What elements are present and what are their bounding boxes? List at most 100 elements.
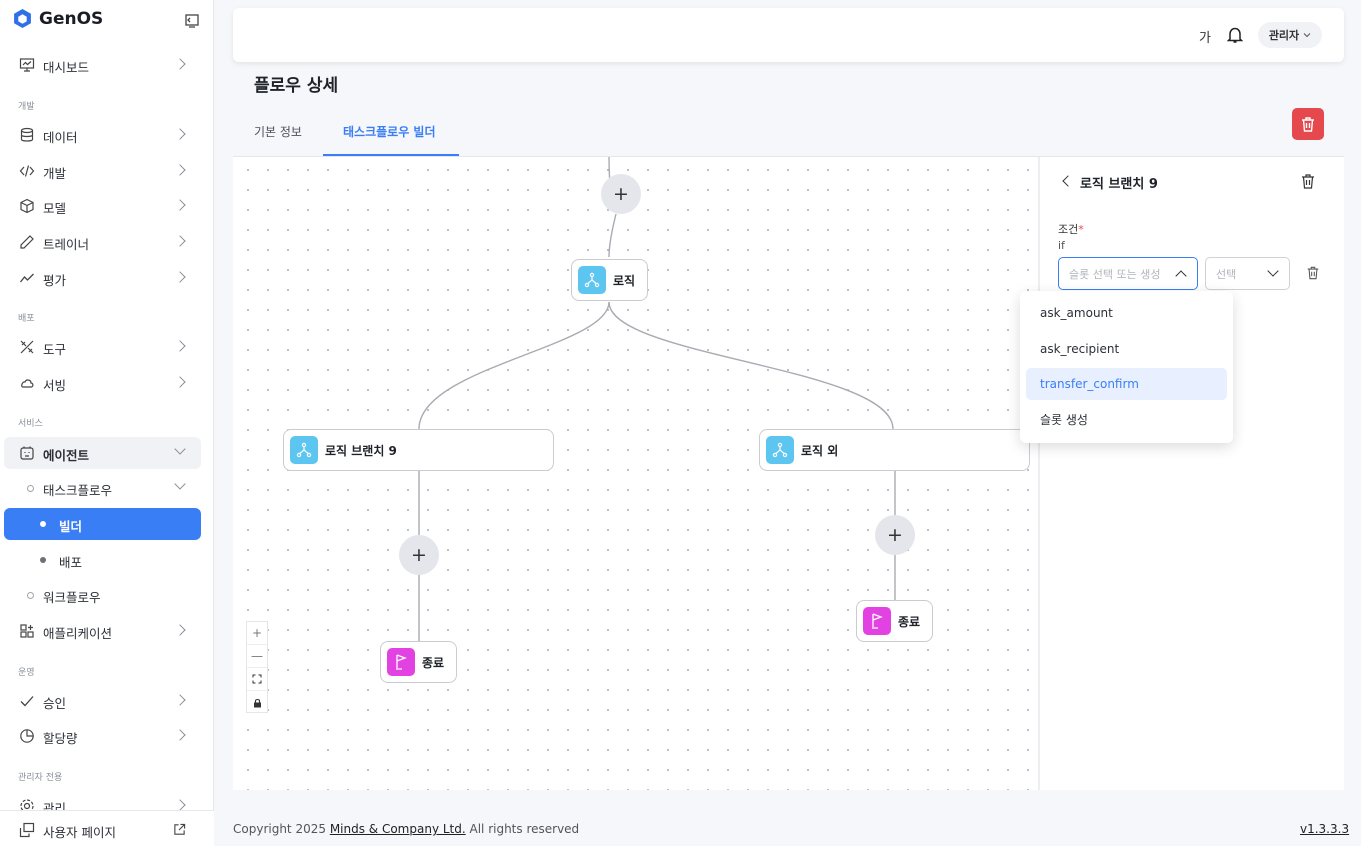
sidebar-item-manage[interactable]: 관리 <box>4 790 201 810</box>
node-settings-panel: 로직 브랜치 9 조건* if 슬롯 선택 또는 생성 선택 <box>1038 157 1344 790</box>
sidebar-item-label: 트레이너 <box>43 237 90 252</box>
chevron-right-icon <box>174 58 186 70</box>
bell-icon[interactable] <box>1226 26 1244 44</box>
company-link[interactable]: Minds & Company Ltd. <box>329 822 466 836</box>
tab-taskflow-builder[interactable]: 태스크플로우 빌더 <box>343 125 436 139</box>
condition-label-text: 조건 <box>1058 223 1079 236</box>
add-node-button[interactable]: + <box>601 174 641 214</box>
dropdown-option-selected[interactable]: transfer_confirm <box>1026 368 1227 400</box>
end-node[interactable]: 종료 <box>856 600 933 642</box>
chevron-down-icon <box>1267 265 1279 277</box>
plus-icon: + <box>613 183 629 205</box>
tab-divider <box>233 156 1344 157</box>
end-node-icon <box>863 607 891 635</box>
pie-chart-icon <box>20 729 34 743</box>
active-tab-indicator <box>323 154 459 156</box>
sidebar-item-label: 개발 <box>43 166 67 181</box>
user-page-label: 사용자 페이지 <box>43 825 116 840</box>
tab-basic-info[interactable]: 기본 정보 <box>254 125 302 139</box>
add-node-button[interactable]: + <box>399 535 439 575</box>
zoom-in-button[interactable]: + <box>247 622 267 645</box>
sidebar-item-model[interactable]: 모델 <box>4 190 201 222</box>
fit-view-button[interactable] <box>247 668 267 691</box>
user-menu-button[interactable]: 관리자 <box>1258 22 1322 48</box>
chevron-right-icon <box>174 376 186 388</box>
sidebar: GenOS 대시보드 개발 데이터 개발 모델 트레이너 평가 배포 도구 <box>0 0 214 846</box>
delete-flow-button[interactable] <box>1292 108 1324 140</box>
sidebar-item-data[interactable]: 데이터 <box>4 119 201 151</box>
operator-select[interactable]: 선택 <box>1205 257 1290 290</box>
node-label: 종료 <box>898 614 921 629</box>
chevron-right-icon <box>174 694 186 706</box>
back-chevron-icon[interactable] <box>1062 175 1074 187</box>
required-marker: * <box>1078 223 1084 236</box>
trash-icon[interactable] <box>1306 265 1320 281</box>
end-node[interactable]: 종료 <box>380 641 457 683</box>
sidebar-item-label: 승인 <box>43 696 67 711</box>
add-node-button[interactable]: + <box>875 515 915 555</box>
monitor-icon <box>19 58 35 72</box>
sidebar-item-deploy[interactable]: 배포 <box>4 544 201 576</box>
trash-icon[interactable] <box>1300 173 1316 190</box>
section-deploy: 배포 <box>18 314 35 324</box>
copyright-text: Copyright 2025 <box>233 822 330 836</box>
create-slot-option[interactable]: 슬롯 생성 <box>1040 413 1088 427</box>
sidebar-item-label: 평가 <box>43 273 67 288</box>
sidebar-item-label: 배포 <box>59 555 83 570</box>
version-link[interactable]: v1.3.3.3 <box>1300 822 1350 836</box>
chevron-down-icon <box>174 443 186 455</box>
slot-select[interactable]: 슬롯 선택 또는 생성 <box>1058 257 1198 290</box>
flag-icon <box>872 613 883 629</box>
sidebar-item-label: 태스크플로우 <box>43 483 113 498</box>
database-icon <box>20 127 34 142</box>
sidebar-item-agent[interactable]: 에이전트 <box>4 437 201 469</box>
operator-select-placeholder: 선택 <box>1216 268 1237 281</box>
zoom-out-button[interactable]: — <box>247 645 267 668</box>
flow-canvas[interactable]: + 로직 로직 브랜치 9 로직 외 + + 종료 종료 + — <box>233 157 1038 790</box>
chevron-right-icon <box>174 128 186 140</box>
chevron-up-icon <box>1175 270 1187 282</box>
brand-logo[interactable]: GenOS <box>12 8 103 29</box>
lock-icon <box>253 698 261 707</box>
sidebar-item-taskflow[interactable]: 태스크플로우 <box>4 472 201 504</box>
logic-node[interactable]: 로직 <box>571 259 648 301</box>
dropdown-option[interactable]: ask_amount <box>1040 306 1113 320</box>
sidebar-item-dashboard[interactable]: 대시보드 <box>4 49 201 81</box>
branch-icon <box>772 442 788 458</box>
logic-else-node[interactable]: 로직 외 <box>759 429 1030 471</box>
sidebar-item-label: 관리 <box>43 801 67 810</box>
sidebar-item-label: 에이전트 <box>43 448 90 463</box>
sidebar-item-eval[interactable]: 평가 <box>4 262 201 294</box>
sidebar-item-label: 할당량 <box>43 731 78 746</box>
gear-icon <box>20 799 34 810</box>
sidebar-item-label: 서빙 <box>43 378 67 393</box>
sidebar-item-tools[interactable]: 도구 <box>4 331 201 363</box>
font-size-toggle[interactable]: 가 <box>1199 31 1211 46</box>
sidebar-item-label: 대시보드 <box>43 60 90 75</box>
flag-icon <box>396 654 407 670</box>
sidebar-item-application[interactable]: 애플리케이션 <box>4 615 201 647</box>
sidebar-item-approval[interactable]: 승인 <box>4 685 201 717</box>
collapse-sidebar-icon[interactable] <box>184 13 200 29</box>
bullet-icon <box>27 592 34 599</box>
sidebar-item-builder[interactable]: 빌더 <box>4 508 201 540</box>
chevron-right-icon <box>174 799 186 810</box>
section-ops: 운영 <box>18 668 35 678</box>
genos-logo-icon <box>14 9 31 28</box>
apps-icon <box>20 624 34 638</box>
lock-button[interactable] <box>247 691 267 714</box>
logic-branch-9-node[interactable]: 로직 브랜치 9 <box>283 429 554 471</box>
sidebar-item-serving[interactable]: 서빙 <box>4 367 201 399</box>
pencil-icon <box>20 235 34 249</box>
sidebar-item-trainer[interactable]: 트레이너 <box>4 226 201 258</box>
dropdown-option[interactable]: ask_recipient <box>1040 341 1120 356</box>
user-page-link[interactable]: 사용자 페이지 <box>0 810 214 846</box>
if-label: if <box>1058 239 1065 252</box>
sidebar-item-develop[interactable]: 개발 <box>4 155 201 187</box>
cube-icon <box>20 198 34 214</box>
sidebar-item-quota[interactable]: 할당량 <box>4 720 201 752</box>
sidebar-item-workflow[interactable]: 워크플로우 <box>4 579 201 611</box>
sidebar-item-label: 데이터 <box>43 130 78 145</box>
trend-icon <box>19 273 34 283</box>
sidebar-item-label: 애플리케이션 <box>43 626 113 641</box>
